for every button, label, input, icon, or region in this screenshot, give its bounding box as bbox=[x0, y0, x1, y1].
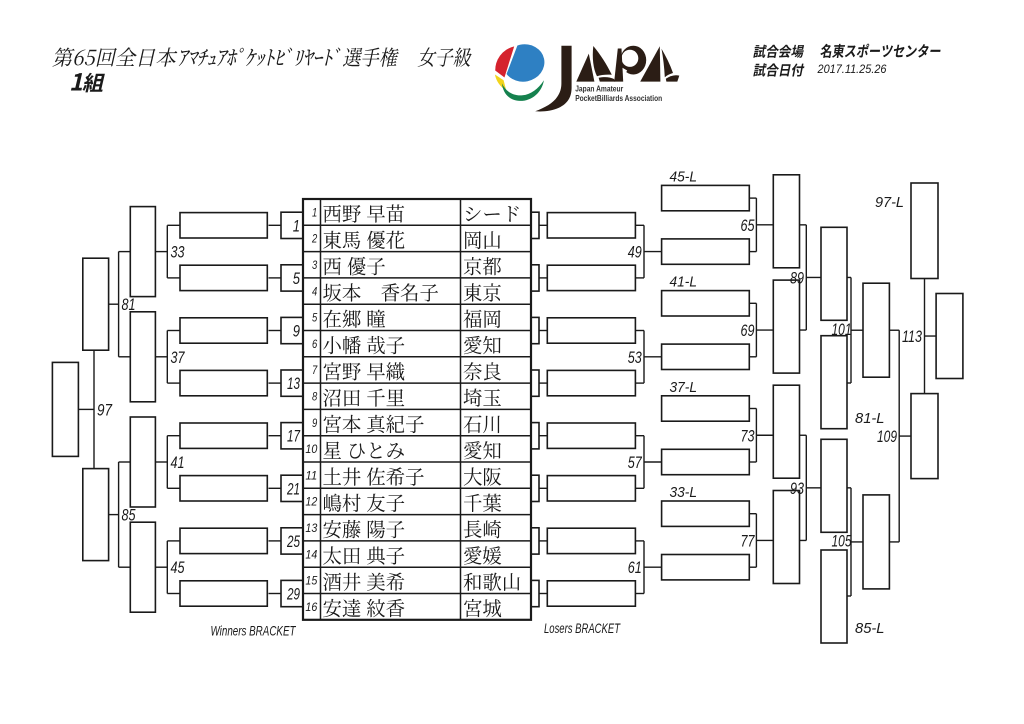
svg-text:81: 81 bbox=[122, 297, 136, 315]
svg-text:9: 9 bbox=[293, 323, 300, 341]
svg-text:81-L: 81-L bbox=[855, 410, 885, 427]
svg-text:3: 3 bbox=[312, 259, 317, 272]
svg-text:9: 9 bbox=[312, 417, 317, 430]
svg-text:101: 101 bbox=[832, 322, 852, 340]
svg-text:2017.11.25.26: 2017.11.25.26 bbox=[817, 63, 888, 76]
svg-text:Losers BRACKET: Losers BRACKET bbox=[544, 621, 621, 637]
svg-text:37-L: 37-L bbox=[670, 378, 698, 395]
svg-text:41: 41 bbox=[171, 455, 185, 473]
svg-text:5: 5 bbox=[312, 312, 318, 325]
svg-text:109: 109 bbox=[877, 429, 897, 447]
svg-text:33: 33 bbox=[171, 244, 186, 262]
svg-text:41-L: 41-L bbox=[670, 273, 698, 290]
svg-text:53: 53 bbox=[628, 349, 643, 367]
svg-text:93: 93 bbox=[790, 481, 805, 499]
svg-text:5: 5 bbox=[293, 271, 301, 289]
svg-text:25: 25 bbox=[286, 534, 300, 552]
svg-text:8: 8 bbox=[312, 390, 317, 403]
svg-text:11: 11 bbox=[305, 469, 317, 482]
svg-text:29: 29 bbox=[286, 586, 300, 604]
svg-text:21: 21 bbox=[286, 481, 300, 499]
svg-text:16: 16 bbox=[305, 601, 317, 614]
svg-text:85-L: 85-L bbox=[855, 620, 885, 637]
svg-text:61: 61 bbox=[628, 560, 642, 578]
svg-text:PocketBilliards Association: PocketBilliards Association bbox=[575, 93, 662, 103]
svg-text:13: 13 bbox=[305, 522, 317, 535]
svg-text:2: 2 bbox=[311, 233, 317, 246]
svg-text:12: 12 bbox=[305, 496, 317, 509]
svg-text:1: 1 bbox=[293, 218, 300, 236]
svg-text:33-L: 33-L bbox=[670, 484, 698, 501]
svg-text:65: 65 bbox=[741, 218, 756, 236]
svg-text:105: 105 bbox=[832, 533, 853, 551]
svg-text:97-L: 97-L bbox=[875, 194, 904, 211]
svg-text:Japan Amateur: Japan Amateur bbox=[575, 84, 624, 94]
svg-text:17: 17 bbox=[287, 428, 301, 446]
svg-text:37: 37 bbox=[171, 349, 186, 367]
svg-text:13: 13 bbox=[287, 376, 301, 394]
svg-text:14: 14 bbox=[305, 548, 317, 561]
svg-text:89: 89 bbox=[790, 270, 804, 288]
svg-text:85: 85 bbox=[122, 507, 137, 525]
svg-text:15: 15 bbox=[305, 575, 318, 588]
svg-text:77: 77 bbox=[741, 533, 756, 551]
svg-text:73: 73 bbox=[741, 428, 756, 446]
svg-text:7: 7 bbox=[312, 364, 318, 377]
svg-text:10: 10 bbox=[305, 443, 317, 456]
svg-text:57: 57 bbox=[628, 455, 643, 473]
svg-text:1: 1 bbox=[312, 206, 317, 219]
svg-text:Winners BRACKET: Winners BRACKET bbox=[211, 623, 297, 639]
svg-text:4: 4 bbox=[312, 285, 317, 298]
svg-text:6: 6 bbox=[312, 338, 317, 351]
svg-text:45: 45 bbox=[171, 560, 186, 578]
svg-text:45-L: 45-L bbox=[670, 168, 698, 185]
svg-text:113: 113 bbox=[902, 329, 923, 347]
svg-text:49: 49 bbox=[628, 244, 642, 262]
svg-text:97: 97 bbox=[97, 402, 113, 420]
svg-text:69: 69 bbox=[741, 323, 755, 341]
